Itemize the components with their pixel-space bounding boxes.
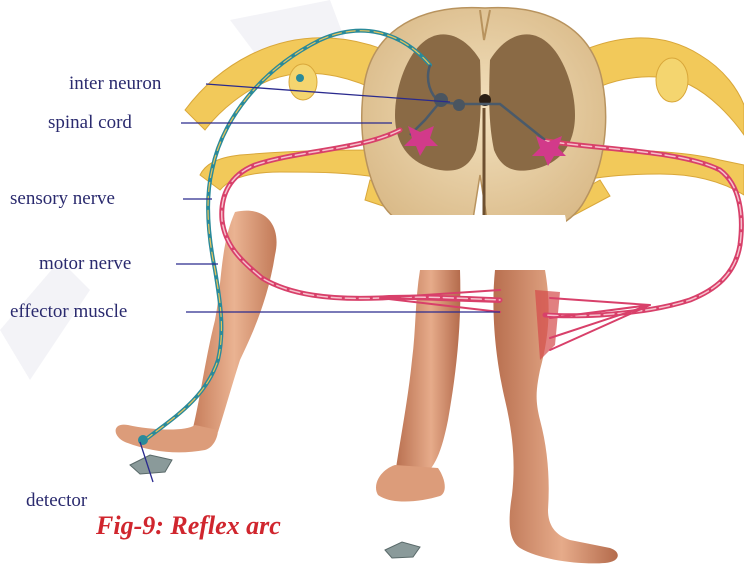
label-effector-muscle: effector muscle — [10, 302, 127, 321]
spinal-cord-section — [362, 8, 606, 239]
label-spinal-cord: spinal cord — [48, 113, 132, 132]
figure-caption: Fig-9: Reflex arc — [96, 511, 281, 541]
label-detector: detector — [26, 491, 87, 510]
label-inter-neuron: inter neuron — [69, 74, 161, 93]
left-leg — [116, 211, 277, 453]
right-leg-standing — [376, 270, 460, 502]
tack-object — [130, 455, 420, 558]
label-motor-nerve: motor nerve — [39, 254, 131, 273]
label-sensory-nerve: sensory nerve — [10, 189, 115, 208]
